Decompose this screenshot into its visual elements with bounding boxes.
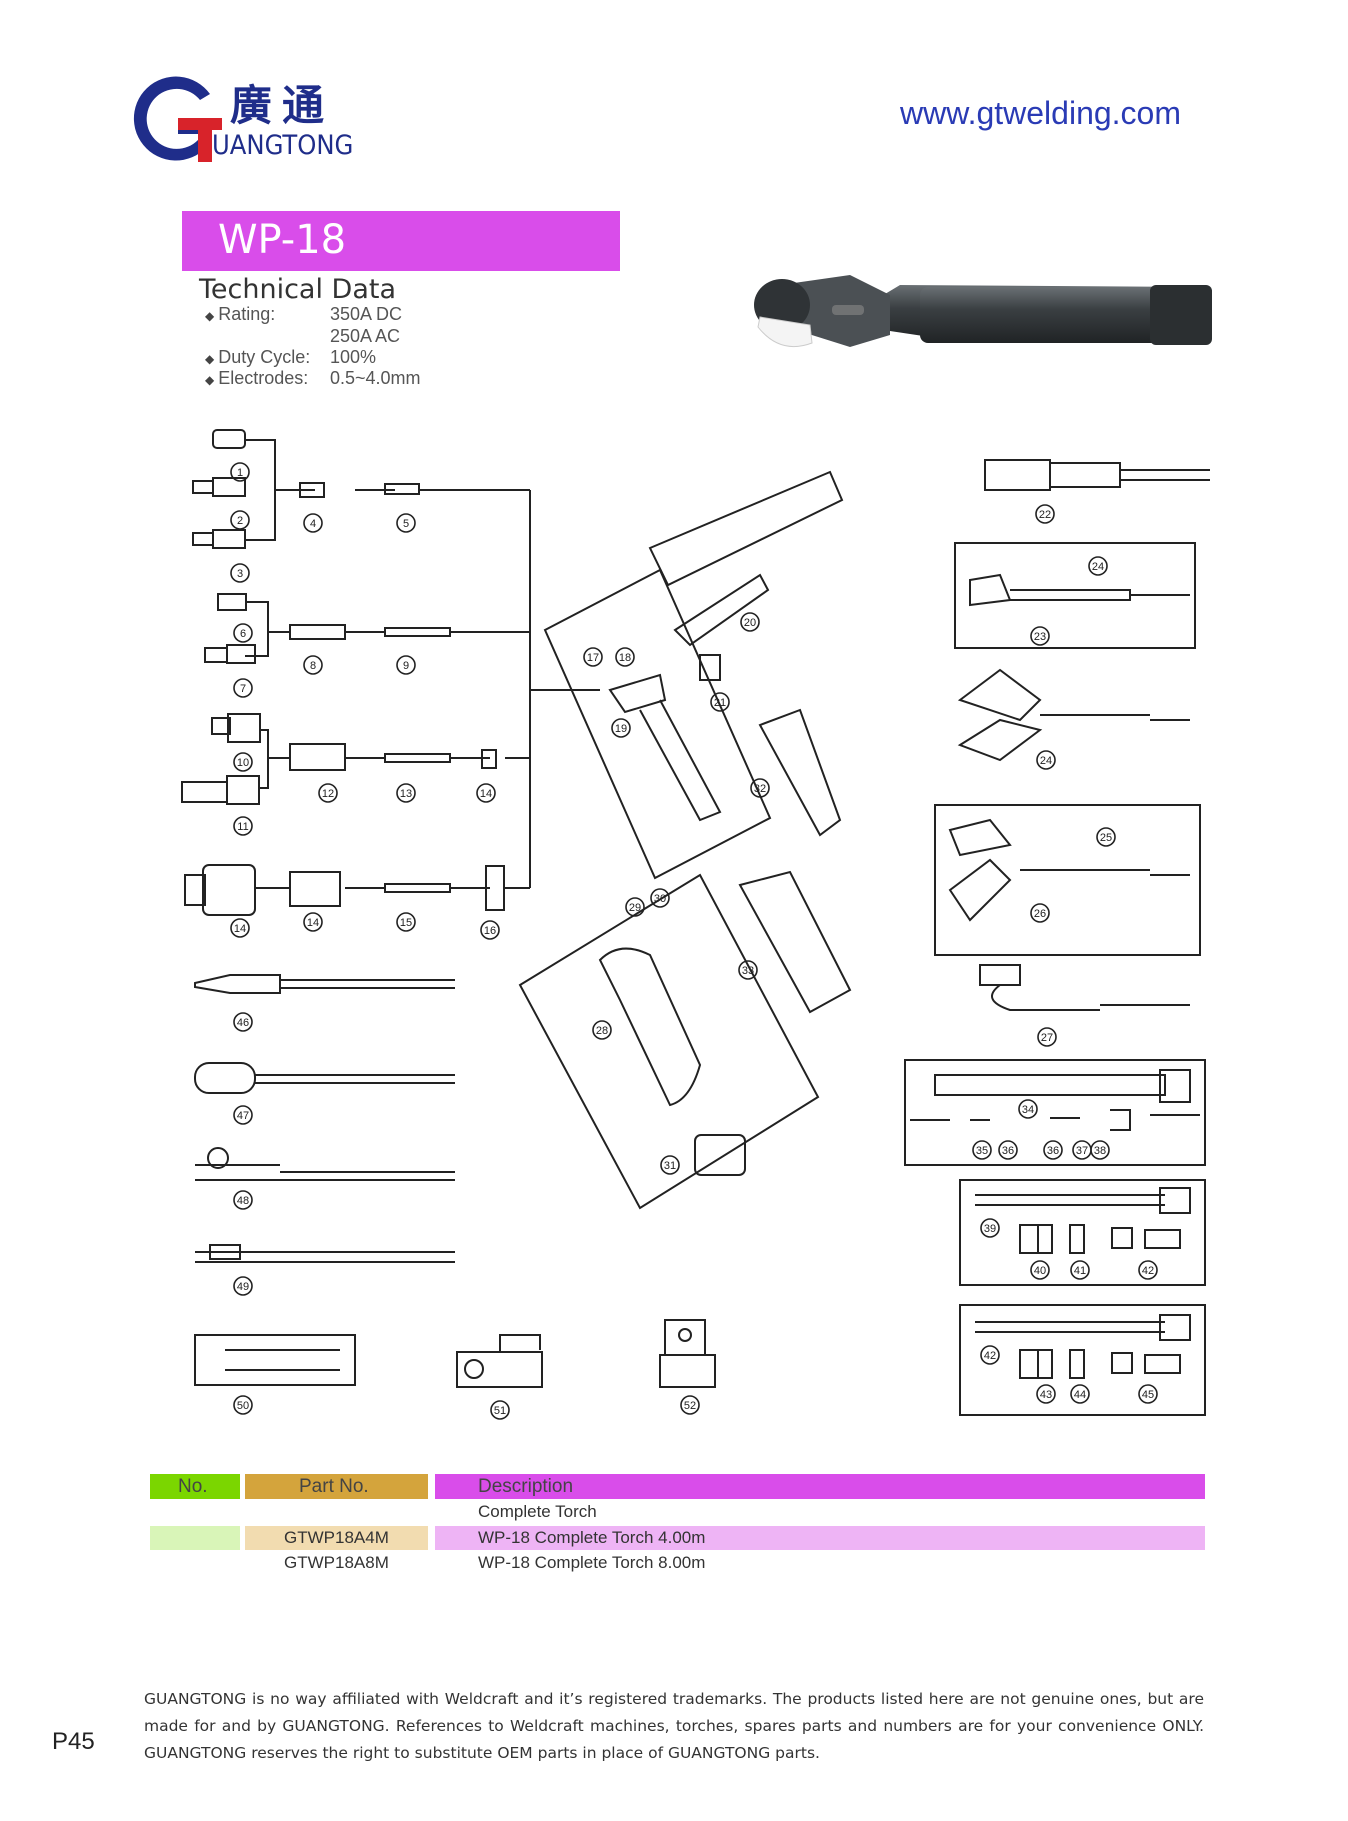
title-bar xyxy=(182,211,620,271)
torch-photo xyxy=(754,275,1212,348)
website-link[interactable]: www.gtwelding.com xyxy=(900,95,1181,131)
callout-label: 29 xyxy=(629,902,641,914)
callout-label: 14 xyxy=(307,917,319,929)
disclaimer-text: GUANGTONG is no way affiliated with Weld… xyxy=(144,1690,1204,1762)
callout-label: 23 xyxy=(1034,631,1046,643)
callout-label: 4 xyxy=(310,518,316,530)
callout-label: 40 xyxy=(1034,1265,1046,1277)
callout-label: 22 xyxy=(1039,509,1051,521)
callout-label: 49 xyxy=(237,1281,249,1293)
spec-duty-cycle-value: 100% xyxy=(330,347,377,367)
callout-label: 7 xyxy=(240,683,246,695)
callout-label: 38 xyxy=(1094,1145,1106,1157)
callout-label: 21 xyxy=(714,697,726,709)
brand-logo-mark xyxy=(133,76,222,162)
callout-label: 31 xyxy=(664,1160,676,1172)
spec-duty-cycle-label: ◆Duty Cycle: xyxy=(205,347,311,367)
callout-label: 41 xyxy=(1074,1265,1086,1277)
spec-rating-dc: 350A DC xyxy=(330,304,403,324)
table-row-2-part-bg xyxy=(245,1526,428,1550)
callout-label: 16 xyxy=(484,925,496,937)
table-header-part-no-bg xyxy=(245,1474,428,1499)
table-header-description-bg xyxy=(435,1474,1205,1499)
callout-label: 27 xyxy=(1041,1032,1053,1044)
callout-label: 12 xyxy=(322,788,334,800)
callout-label: 1 xyxy=(237,467,243,479)
callout-label: 37 xyxy=(1076,1145,1088,1157)
callout-label: 8 xyxy=(310,660,316,672)
table-header-description: Description xyxy=(478,1476,574,1497)
callout-label: 51 xyxy=(494,1405,506,1417)
table-header-no-bg xyxy=(150,1474,240,1499)
callout-label: 47 xyxy=(237,1110,249,1122)
table-row-3-part-no: GTWP18A8M xyxy=(284,1553,389,1572)
callout-label: 35 xyxy=(976,1145,988,1157)
callout-label: 30 xyxy=(654,893,666,905)
spec-electrodes-label: ◆Electrodes: xyxy=(205,368,309,388)
callout-label: 6 xyxy=(240,628,246,640)
brand-name-english: UANGTONG xyxy=(212,130,354,161)
table-row-2-part-no: GTWP18A4M xyxy=(284,1528,389,1547)
callout-label: 48 xyxy=(237,1195,249,1207)
callout-label: 42 xyxy=(984,1350,996,1362)
callout-label: 39 xyxy=(984,1223,996,1235)
callout-label: 50 xyxy=(237,1400,249,1412)
callout-label: 24 xyxy=(1040,755,1052,767)
callout-label: 46 xyxy=(237,1017,249,1029)
callout-label: 18 xyxy=(619,652,631,664)
callout-label: 14 xyxy=(234,923,246,935)
callout-label: 26 xyxy=(1034,908,1046,920)
callout-label: 34 xyxy=(1022,1104,1034,1116)
spec-rating-ac: 250A AC xyxy=(330,326,401,346)
page-number: P45 xyxy=(52,1728,95,1755)
callout-label: 20 xyxy=(744,617,756,629)
callout-label: 42 xyxy=(1142,1265,1154,1277)
callout-label: 43 xyxy=(1040,1389,1052,1401)
callout-label: 45 xyxy=(1142,1389,1154,1401)
callout-label: 24 xyxy=(1092,561,1104,573)
callout-label: 5 xyxy=(403,518,409,530)
brand-name-chinese: 廣通 xyxy=(230,81,335,130)
callout-label: 19 xyxy=(615,723,627,735)
table-row-2-desc-bg xyxy=(435,1526,1205,1550)
spec-rating-label: ◆Rating: xyxy=(205,304,276,324)
table-row-2-no-bg xyxy=(150,1526,240,1550)
spec-electrodes-value: 0.5~4.0mm xyxy=(330,368,421,388)
callout-label: 44 xyxy=(1074,1389,1086,1401)
callout-label: 28 xyxy=(596,1025,608,1037)
product-title: WP-18 xyxy=(218,217,347,263)
callout-label: 14 xyxy=(480,788,492,800)
callout-label: 13 xyxy=(400,788,412,800)
callout-label: 10 xyxy=(237,757,249,769)
table-row-1-description: Complete Torch xyxy=(478,1502,597,1521)
callout-label: 15 xyxy=(400,917,412,929)
table-header-no: No. xyxy=(178,1476,208,1497)
callout-label: 9 xyxy=(403,660,409,672)
callout-label: 52 xyxy=(684,1400,696,1412)
callout-label: 11 xyxy=(237,821,248,833)
callout-label: 25 xyxy=(1100,832,1112,844)
callout-label: 33 xyxy=(742,965,754,977)
callout-label: 36 xyxy=(1002,1145,1014,1157)
callout-label: 2 xyxy=(237,515,243,527)
callout-label: 17 xyxy=(587,652,599,664)
table-row-2-description: WP-18 Complete Torch 4.00m xyxy=(478,1528,706,1547)
callout-label: 3 xyxy=(237,568,243,580)
table-header-part-no: Part No. xyxy=(299,1476,369,1497)
technical-data-heading: Technical Data xyxy=(199,274,397,305)
callout-label: 36 xyxy=(1047,1145,1059,1157)
table-row-3-description: WP-18 Complete Torch 8.00m xyxy=(478,1553,706,1572)
callout-label: 32 xyxy=(754,783,766,795)
